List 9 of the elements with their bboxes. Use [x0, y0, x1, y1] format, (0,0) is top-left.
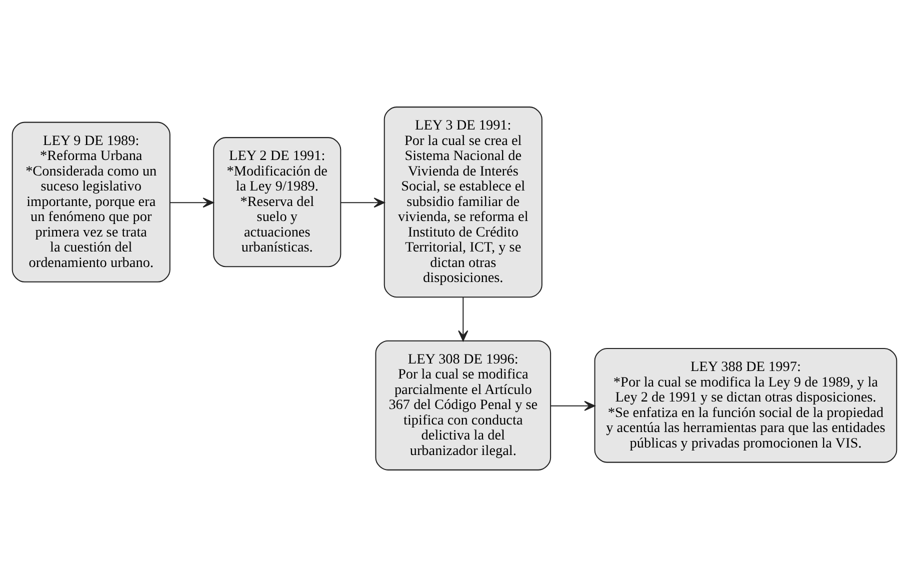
arrow: [340, 197, 385, 208]
node-box: LEY 388 DE 1997: *Por la cual se modifica la Ley 9 de 1989, y la Ley 2 de 1991 y se dictan otras disposiciones. *Se enfatiza en la función social de la propiedad y acentúa las herramientas para que las entidades públicas y privadas promocionen la VIS.: [594, 347, 898, 462]
arrow: [550, 400, 596, 410]
node-box: LEY 9 DE 1989: *Reforma Urbana *Considerada como un suceso legislativo importante, porque era un fenómeno que por primera vez se trata la cuestión del ordenamiento urbano.: [12, 121, 170, 282]
arrow: [170, 197, 214, 208]
arrow: [458, 296, 468, 341]
node-box: LEY 2 DE 1991: *Modificación de la Ley 9/1989. *Reserva del suelo y actuaciones urbanísticas.: [213, 136, 342, 267]
node-box: LEY 3 DE 1991: Por la cual se crea el Sistema Nacional de Vivienda de Interés Social, se establece el subsidio familiar de vivienda, se reforma el Instituto de Crédito Territorial, ICT, y se dictan otras disposiciones.: [384, 106, 542, 298]
node-box: LEY 308 DE 1996: Por la cual se modifica parcialmente el Artículo 367 del Código Penal y se tipifica con conducta delictiva la del urbanizador ilegal.: [375, 340, 552, 470]
